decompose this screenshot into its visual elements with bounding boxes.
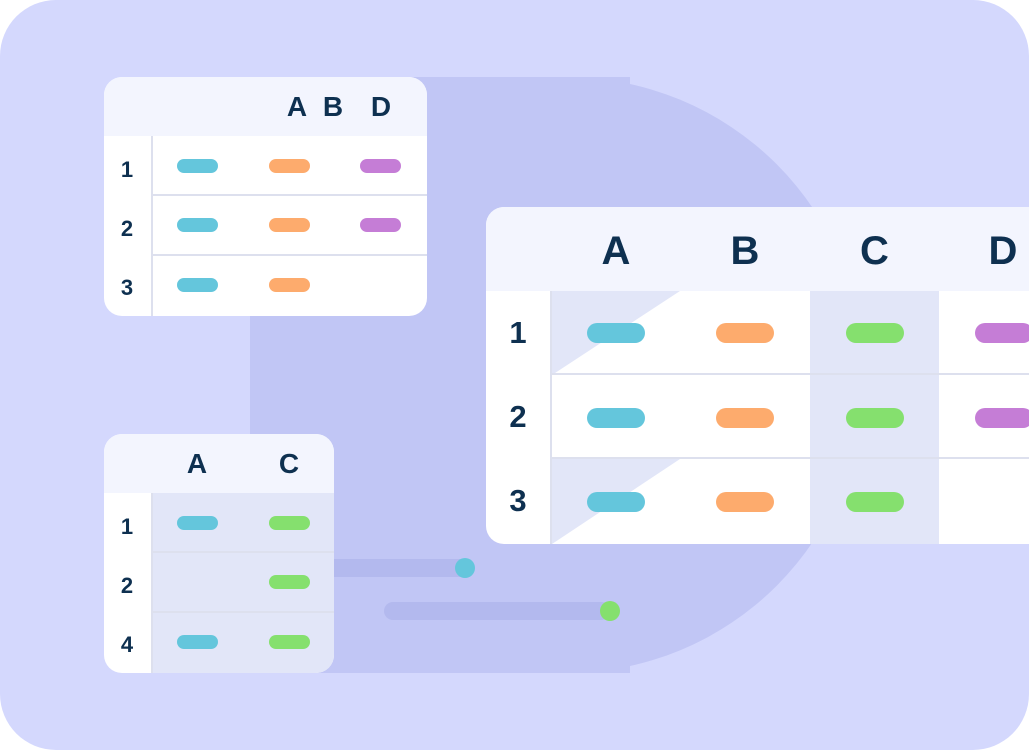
column-header-b: B [730, 229, 760, 273]
cell-value-d [360, 159, 401, 173]
cell-value-c [269, 516, 310, 530]
cell-value-d [975, 323, 1029, 343]
cell-value-c [269, 635, 310, 649]
cell-value-a [587, 492, 645, 512]
cell-value-b [716, 492, 774, 512]
cell-value-a [177, 159, 218, 173]
column-header-c: C [860, 229, 889, 273]
cell-value-d [360, 218, 401, 232]
cell-value-b [269, 218, 310, 232]
row-number-divider [151, 493, 153, 673]
cell-value-a [177, 516, 218, 530]
cell-value-a [177, 278, 218, 292]
row-number-1: 1 [120, 157, 134, 182]
table-card-bottom-left: A C 1 2 4 [104, 434, 334, 673]
row-number-divider [550, 291, 552, 544]
table-header [104, 77, 427, 136]
cell-value-c [846, 408, 904, 428]
row-divider [153, 551, 334, 553]
connector-track-c [384, 602, 610, 620]
row-divider [552, 457, 1029, 459]
column-header-a: A [186, 448, 208, 479]
cell-value-b [269, 159, 310, 173]
row-number-4: 4 [120, 632, 134, 657]
cell-value-d [975, 408, 1029, 428]
table-header [104, 434, 334, 493]
cell-value-a [587, 408, 645, 428]
row-number-1: 1 [509, 315, 527, 350]
row-number-3: 3 [120, 275, 134, 300]
table-card-merged: A B C D 1 2 3 [486, 207, 1029, 544]
cell-value-b [716, 323, 774, 343]
column-header-d: D [370, 91, 392, 122]
table-card-top-left: A B D 1 2 3 [104, 77, 427, 316]
cell-value-a [587, 323, 645, 343]
row-number-2: 2 [120, 573, 134, 598]
cell-value-b [716, 408, 774, 428]
row-number-divider [151, 136, 153, 316]
row-number-1: 1 [120, 514, 134, 539]
row-number-2: 2 [509, 399, 527, 434]
row-divider [153, 254, 427, 256]
row-number-3: 3 [509, 483, 527, 518]
row-divider [153, 611, 334, 613]
row-divider [552, 373, 1029, 375]
column-header-a: A [601, 229, 631, 273]
cell-value-a [177, 218, 218, 232]
row-divider [153, 194, 427, 196]
column-header-a: A [286, 91, 308, 122]
cell-value-a [177, 635, 218, 649]
cell-value-c [846, 492, 904, 512]
connector-knob-c [600, 601, 620, 621]
cell-value-b [269, 278, 310, 292]
column-header-b: B [322, 91, 344, 122]
column-header-d: D [988, 229, 1018, 273]
table-header [486, 207, 1029, 291]
connector-track-a [318, 559, 468, 577]
column-header-c: C [278, 448, 300, 479]
cell-value-c [269, 575, 310, 589]
row-number-2: 2 [120, 216, 134, 241]
connector-knob-a [455, 558, 475, 578]
cell-value-c [846, 323, 904, 343]
